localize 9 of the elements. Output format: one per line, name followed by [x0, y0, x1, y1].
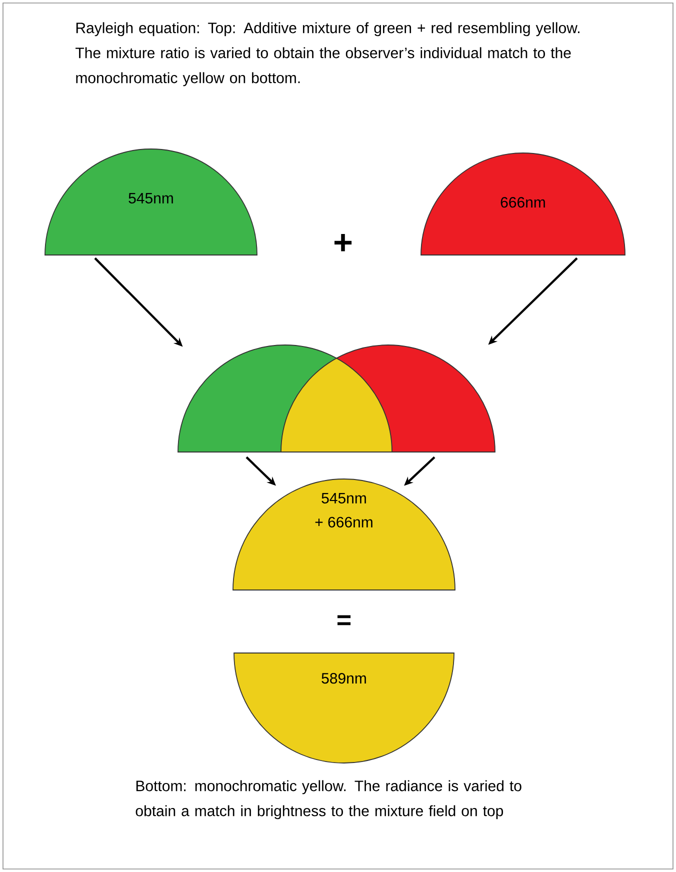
- operator-sign: +: [334, 234, 352, 252]
- node-label: 666nm: [500, 197, 545, 208]
- caption-text: Bottom: monochromatic yellow. The radiance is varied to obtain a match in brightness to the mixture field on top: [136, 780, 522, 820]
- title-text: Rayleigh equation: Top: Additive mixture of green + red resembling yellow. The mixture ratio is varied to obtain the observer’s individual match to the monochromatic yellow on bottom.: [76, 22, 580, 86]
- node-label: 545nm + 666nm: [315, 493, 372, 528]
- overlap-drawing: [178, 344, 496, 452]
- node-label: 589nm: [322, 673, 366, 684]
- node-label: 545nm: [128, 193, 173, 204]
- operator-sign: =: [338, 615, 351, 626]
